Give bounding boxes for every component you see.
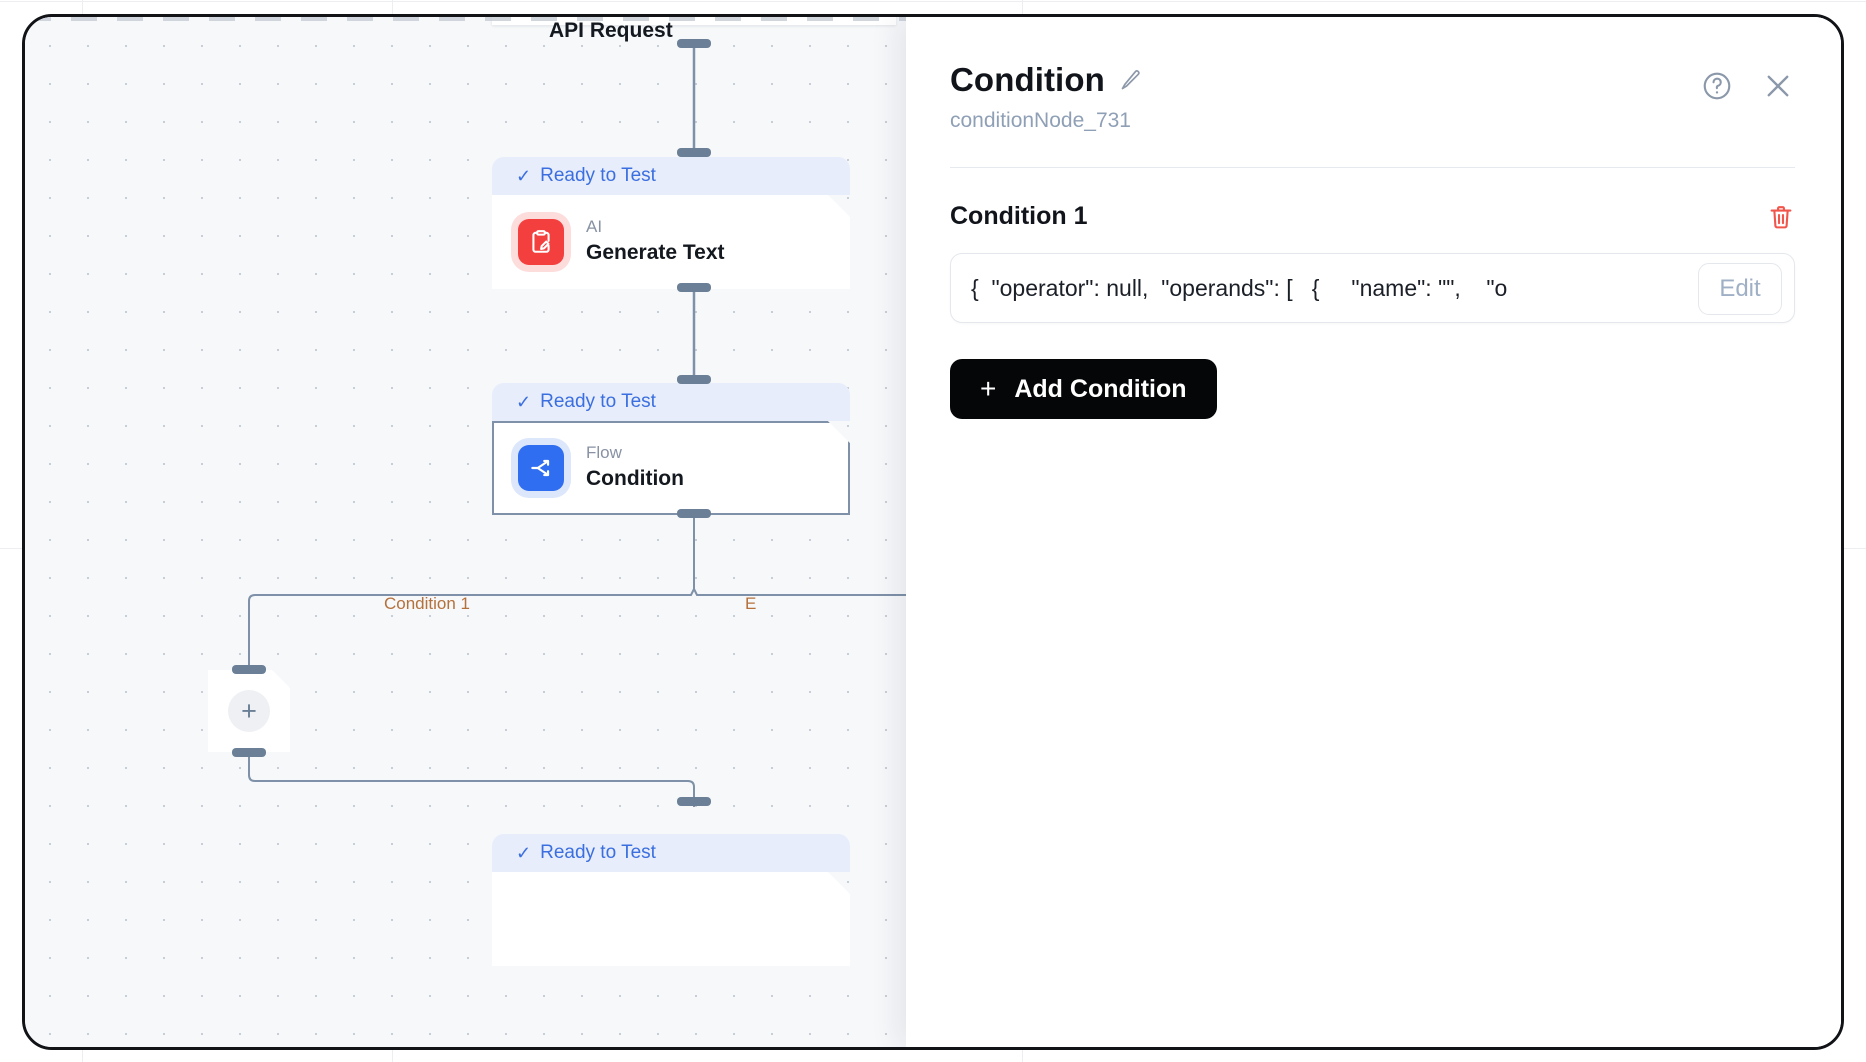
condition-section-header: Condition 1: [950, 202, 1795, 231]
panel-header-actions: [1701, 69, 1795, 103]
branch-label-condition-1: Condition 1: [384, 594, 471, 613]
handle-add-node-output[interactable]: [232, 748, 266, 757]
status-badge-condition: ✓ Ready to Test: [492, 383, 850, 421]
handle-bottom-node-input[interactable]: [677, 797, 711, 806]
plus-icon: +: [228, 690, 270, 732]
check-icon: ✓: [516, 166, 532, 186]
panel-node-id: conditionNode_731: [950, 109, 1131, 132]
node-condition[interactable]: Flow Condition: [492, 421, 850, 515]
handle-condition-output[interactable]: [677, 509, 711, 518]
condition-value-text: { "operator": null, "operands": [ { "nam…: [971, 274, 1508, 301]
condition-section-title: Condition 1: [950, 202, 1088, 230]
add-condition-label: Add Condition: [1014, 374, 1187, 403]
add-node-placeholder[interactable]: +: [208, 670, 290, 752]
status-badge-label: Ready to Test: [540, 165, 656, 186]
status-badge-label: Ready to Test: [540, 391, 656, 412]
node-condition-text: Flow Condition: [586, 442, 684, 493]
app-frame: API Request ✓ Ready to Test A: [22, 14, 1844, 1050]
condition-details-panel: Condition conditionNode_731: [906, 17, 1841, 1047]
node-condition-category: Flow: [586, 443, 622, 463]
node-generate-text[interactable]: AI Generate Text: [492, 195, 850, 289]
handle-generate-text-output[interactable]: [677, 283, 711, 292]
condition-value-field[interactable]: { "operator": null, "operands": [ { "nam…: [950, 253, 1795, 323]
panel-header: Condition conditionNode_731: [950, 61, 1795, 133]
page-title: Condition: [950, 61, 1105, 98]
add-condition-button[interactable]: + Add Condition: [950, 359, 1217, 419]
handle-api-request-output[interactable]: [677, 39, 711, 48]
node-bottom[interactable]: [492, 872, 850, 966]
node-generate-text-title: Generate Text: [586, 241, 725, 265]
node-api-request[interactable]: [492, 17, 896, 25]
bg-rule-horizontal-top: [0, 1, 1866, 2]
node-generate-text-category: AI: [586, 217, 603, 237]
handle-condition-input[interactable]: [677, 375, 711, 384]
check-icon: ✓: [516, 843, 532, 863]
panel-title-row: Condition: [950, 61, 1795, 99]
ai-generate-text-icon: [518, 219, 564, 265]
status-badge-bottom-node: ✓ Ready to Test: [492, 834, 850, 872]
status-badge-label: Ready to Test: [540, 842, 656, 863]
close-icon[interactable]: [1761, 69, 1795, 103]
edit-condition-button[interactable]: Edit: [1698, 263, 1782, 315]
node-api-request-title: API Request: [549, 19, 673, 42]
panel-divider: [950, 167, 1795, 168]
node-generate-text-text: AI Generate Text: [586, 216, 725, 267]
branch-label-else: E: [745, 594, 757, 613]
pencil-icon[interactable]: [1119, 68, 1143, 92]
handle-add-node-input[interactable]: [232, 665, 266, 674]
help-circle-icon[interactable]: [1701, 70, 1733, 102]
trash-icon[interactable]: [1767, 203, 1795, 231]
flow-condition-icon: [518, 445, 564, 491]
handle-generate-text-input[interactable]: [677, 148, 711, 157]
plus-icon: +: [980, 373, 997, 404]
check-icon: ✓: [516, 392, 532, 412]
status-badge-generate-text: ✓ Ready to Test: [492, 157, 850, 195]
node-condition-title: Condition: [586, 467, 684, 491]
